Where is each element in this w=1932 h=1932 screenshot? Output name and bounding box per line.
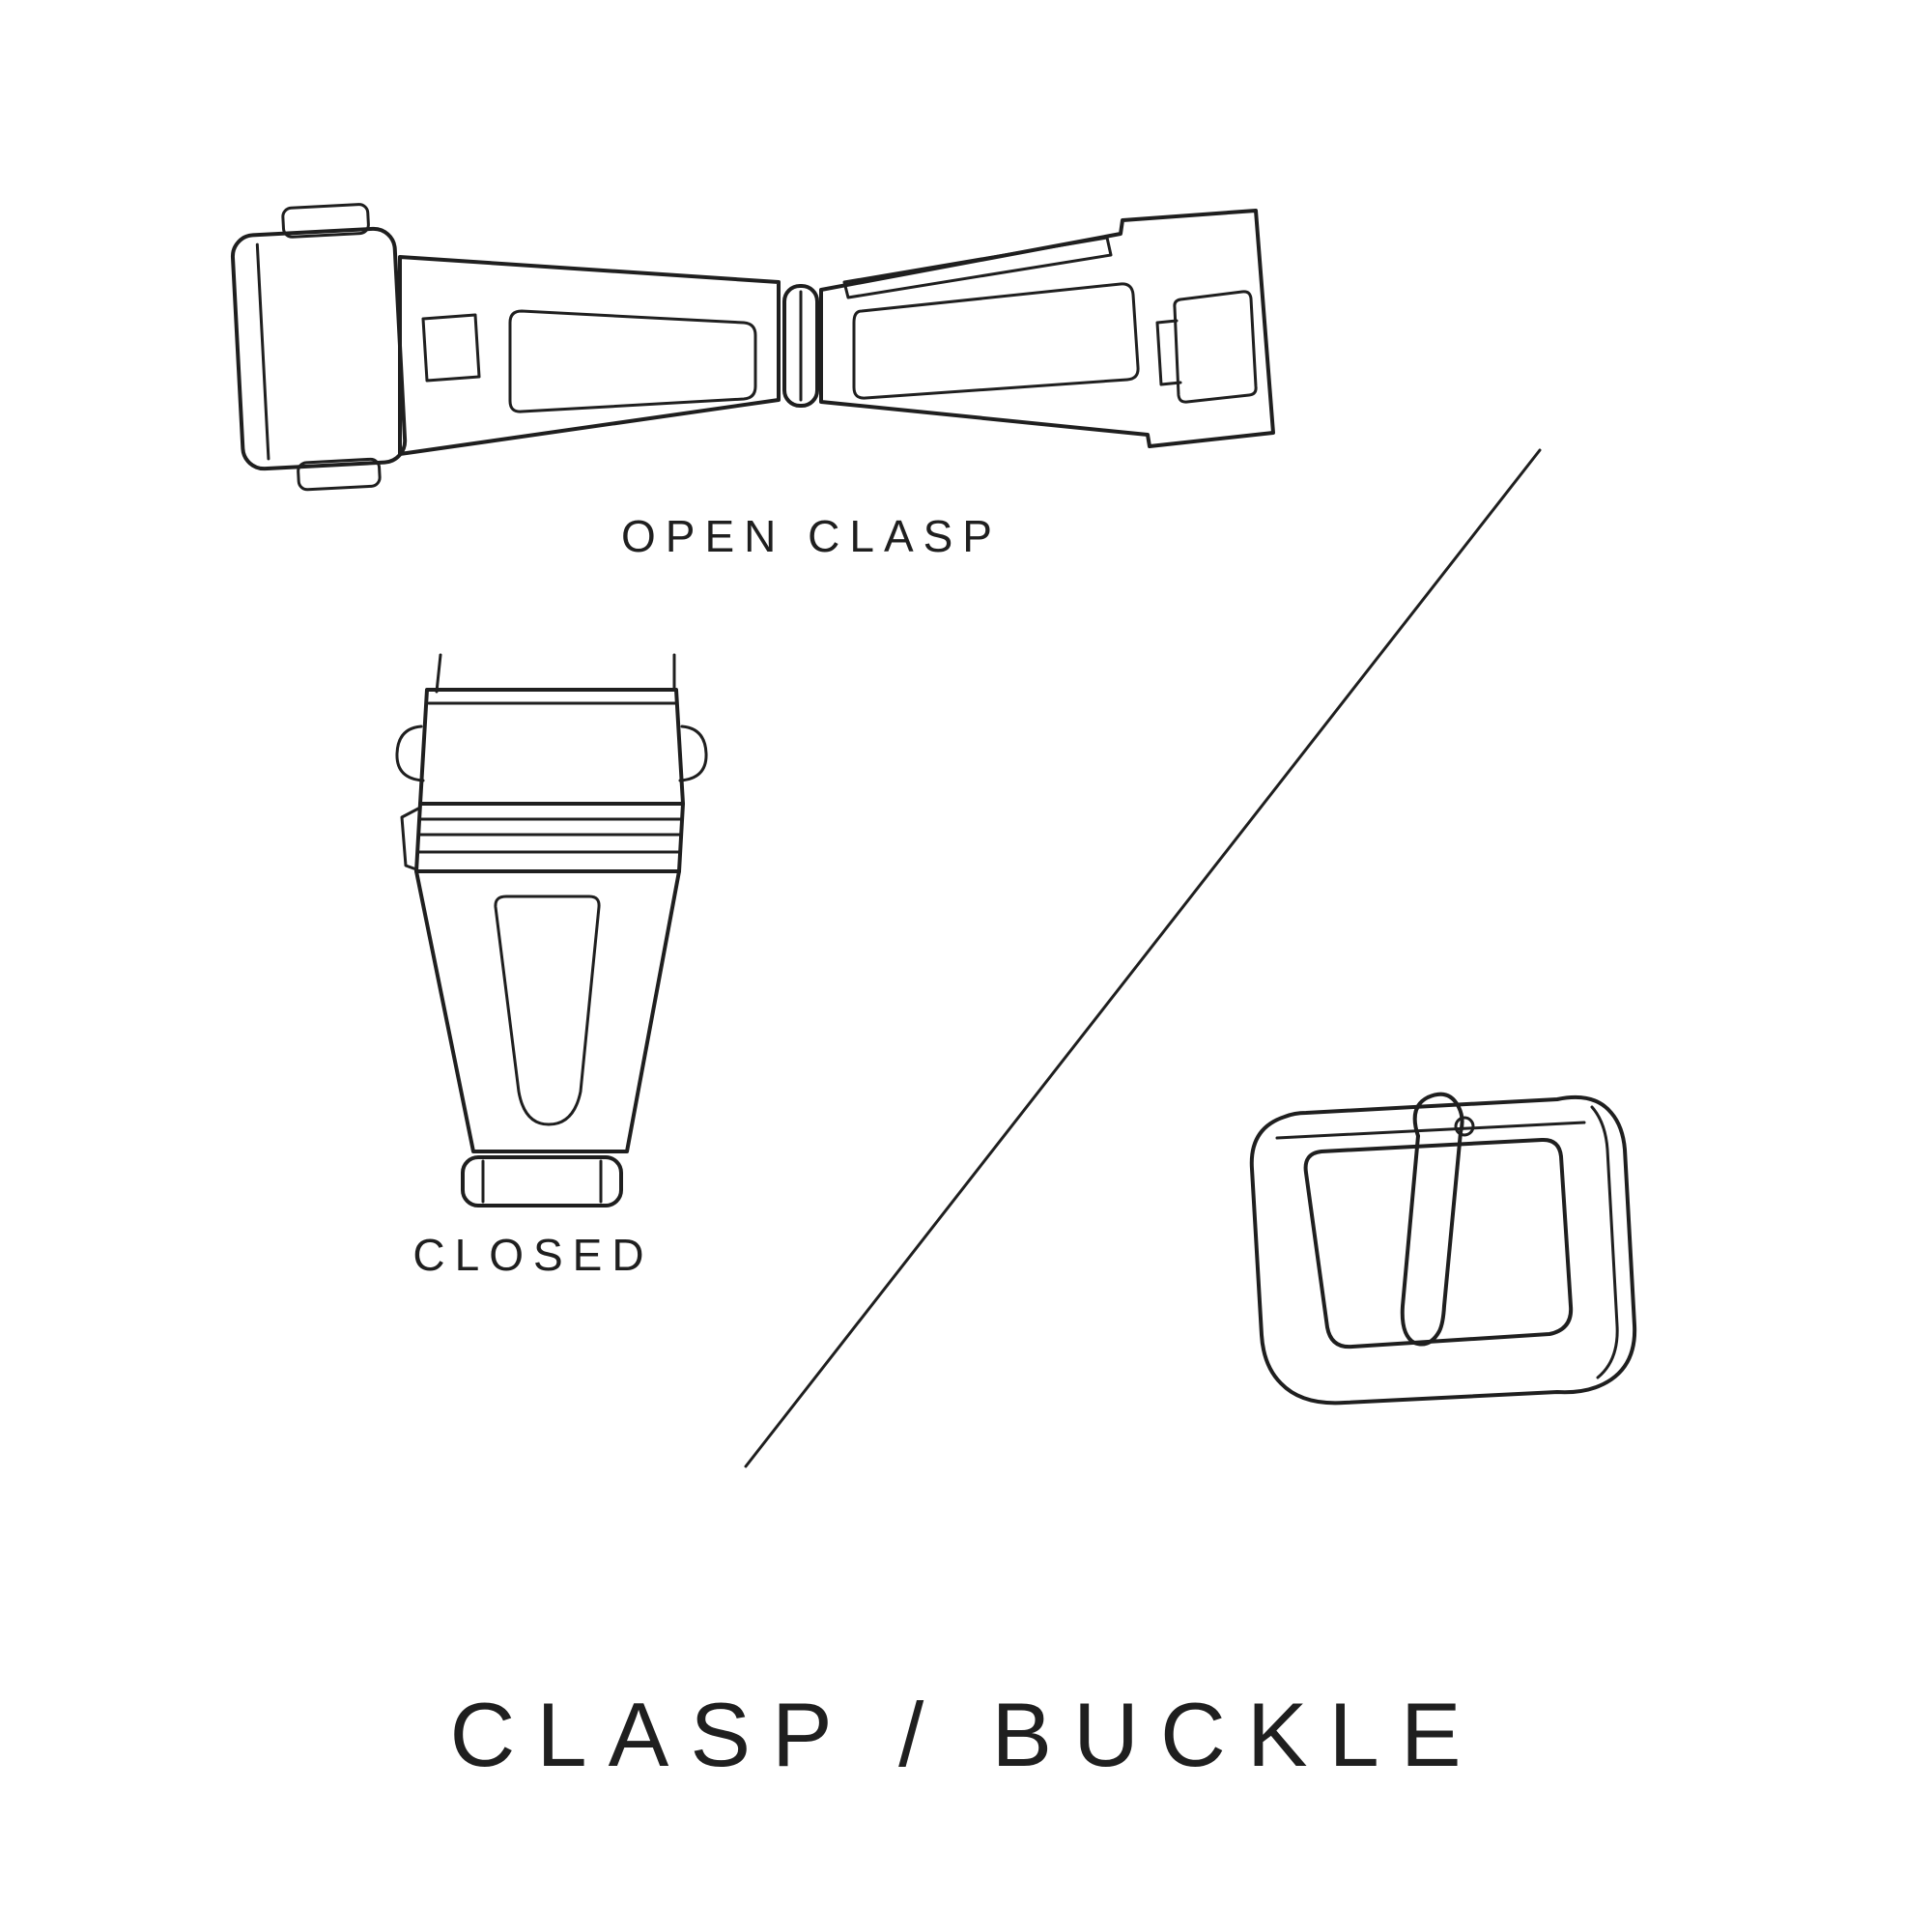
closed-clasp-label: CLOSED — [412, 1230, 654, 1280]
closed-clasp-illustration — [395, 653, 708, 1208]
page-title: CLASP / BUCKLE — [449, 1684, 1483, 1785]
tang-buckle-illustration — [1249, 1092, 1637, 1406]
diagonal-divider-line — [744, 448, 1542, 1468]
open-clasp-label: OPEN CLASP — [621, 511, 1002, 561]
open-clasp-illustration — [230, 203, 1275, 492]
